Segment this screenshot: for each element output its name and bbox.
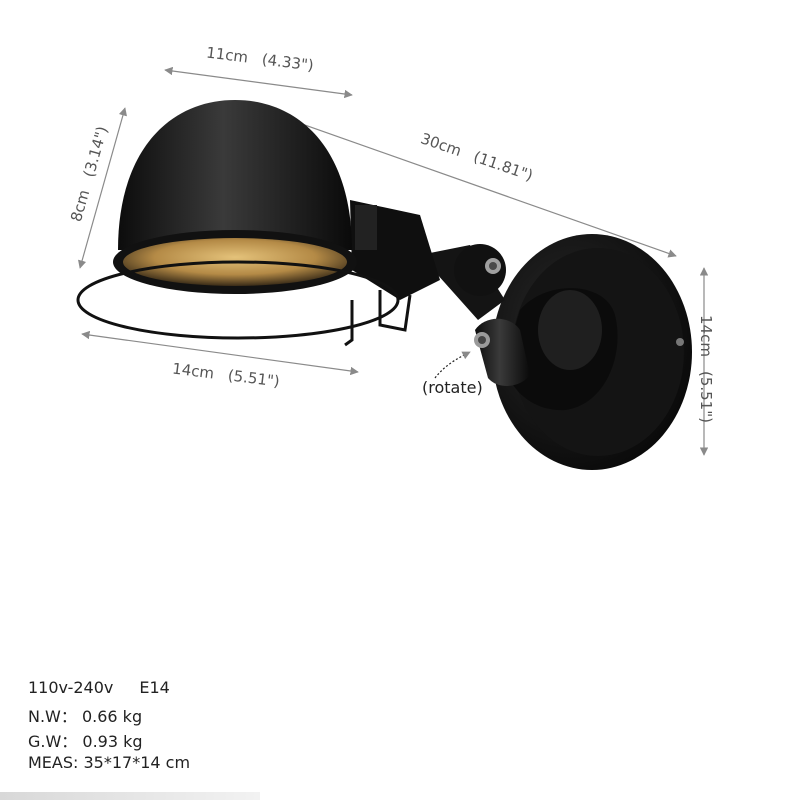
spec-measure: MEAS: 35*17*14 cm xyxy=(28,753,191,772)
base-diameter-metric: 14cm xyxy=(696,315,715,357)
lamp-shade xyxy=(113,100,357,294)
spec-net-weight: N.W： 0.66 kg xyxy=(28,707,143,726)
rotate-pointer xyxy=(434,351,471,379)
spec-voltage: 110v-240v xyxy=(28,678,114,697)
base-diameter-imperial: (5.51") xyxy=(696,370,715,423)
arm-length-line xyxy=(267,110,677,258)
bottom-bar xyxy=(0,792,260,800)
spec-voltage-row: 110v-240v E14 xyxy=(28,678,170,697)
swivel-joint xyxy=(474,288,618,411)
lamp-arm xyxy=(350,200,506,320)
spec-gross-weight: G.W： 0.93 kg xyxy=(28,732,143,751)
base-diameter-label: 14cm (5.51") xyxy=(697,315,715,423)
spec-socket: E14 xyxy=(139,678,170,697)
top-width-line xyxy=(164,66,353,99)
shade-width-line xyxy=(81,330,359,376)
shade-height-line xyxy=(78,107,127,269)
dimension-lines xyxy=(78,66,709,456)
wire-guard xyxy=(76,260,412,347)
rotate-label: (rotate) xyxy=(422,378,483,397)
plate-screw xyxy=(676,338,684,346)
